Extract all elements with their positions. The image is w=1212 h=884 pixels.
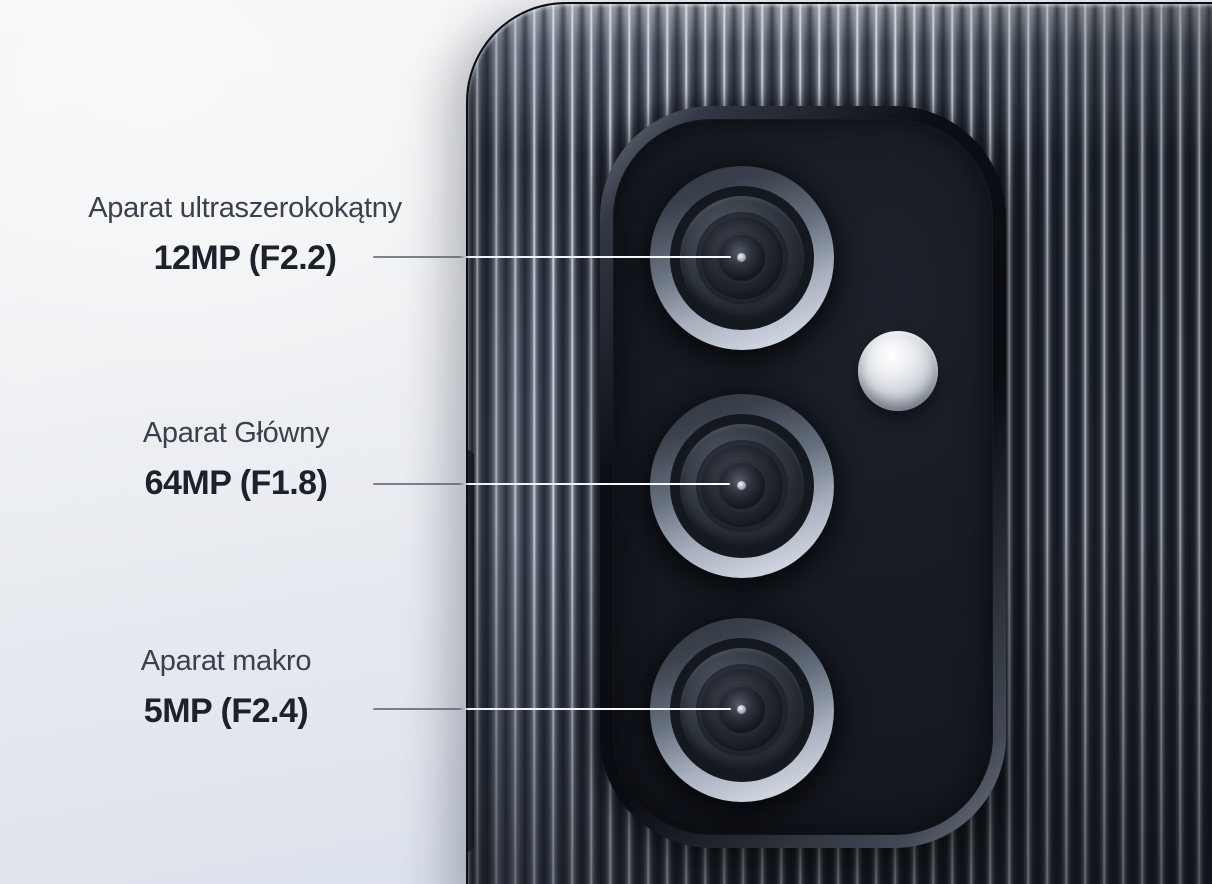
callout-line-ultrawide [373,256,731,258]
flash-led [858,331,938,411]
lens-center-reflection [737,705,746,714]
main-camera-lens [650,394,834,578]
annotation-ultrawide: Aparat ultraszerokokątny 12MP (F2.2) [88,191,402,278]
camera-spec-label: 5MP (F2.4) [143,692,309,730]
camera-name-label: Aparat makro [140,645,312,677]
macro-camera-lens [650,618,834,802]
annotation-macro: Aparat makro 5MP (F2.4) [140,644,312,731]
camera-spec-label: 64MP (F1.8) [144,464,328,502]
lens-center-reflection [737,253,746,262]
camera-name-label: Aparat ultraszerokokątny [88,192,402,224]
side-buttons-rail [468,450,474,852]
camera-spec-label: 12MP (F2.2) [153,239,337,277]
camera-name-label: Aparat Główny [142,417,330,449]
lens-center-reflection [737,481,746,490]
annotation-main: Aparat Główny 64MP (F1.8) [142,416,330,503]
callout-line-main [373,483,730,485]
ultrawide-camera-lens [650,166,834,350]
callout-line-macro [373,708,731,710]
